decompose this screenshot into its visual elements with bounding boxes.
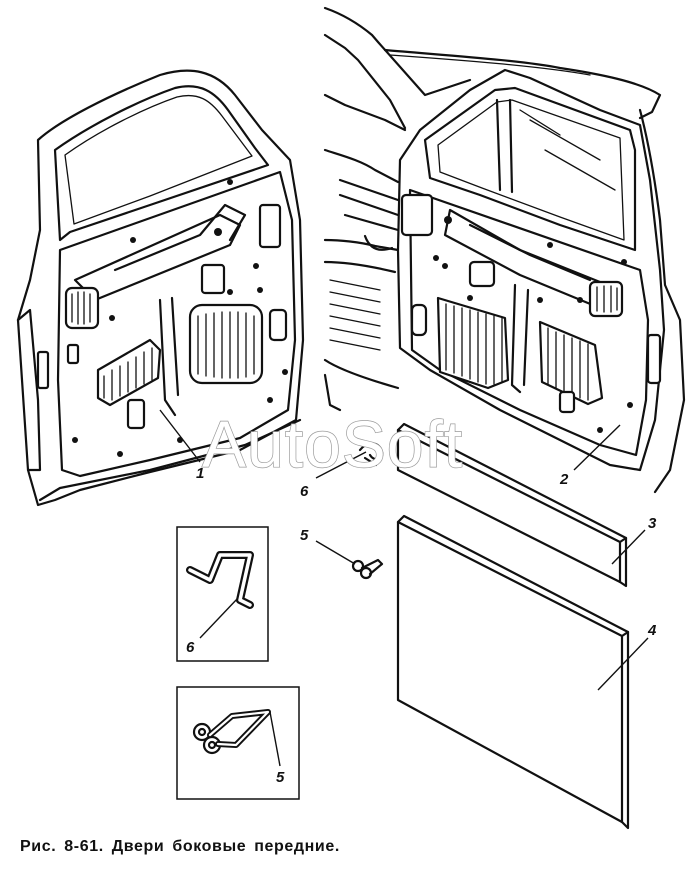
callout-1: 1 — [196, 465, 204, 482]
trim-panel-small — [396, 422, 628, 588]
bracket-part-6 — [358, 442, 384, 467]
watermark: AutoSoft — [202, 407, 463, 481]
clip-part-5 — [351, 558, 384, 580]
callout-6: 6 — [300, 483, 309, 500]
callout-5-detail: 5 — [276, 769, 285, 786]
callout-labels: 1 2 3 4 5 6 6 5 — [186, 465, 657, 786]
callout-6-detail: 6 — [186, 639, 195, 656]
car-body — [323, 6, 686, 494]
callout-2: 2 — [559, 471, 569, 488]
callout-3: 3 — [648, 515, 657, 532]
left-door — [16, 69, 305, 507]
leader-lines — [159, 409, 649, 767]
callout-5: 5 — [300, 527, 309, 544]
detail-box-bracket — [176, 526, 269, 662]
figure-caption: Рис. 8-61. Двери боковые передние. — [20, 838, 340, 855]
right-door — [396, 68, 666, 472]
detail-box-clip — [176, 686, 300, 800]
trim-panel-large — [396, 514, 630, 830]
callout-4: 4 — [647, 622, 657, 639]
